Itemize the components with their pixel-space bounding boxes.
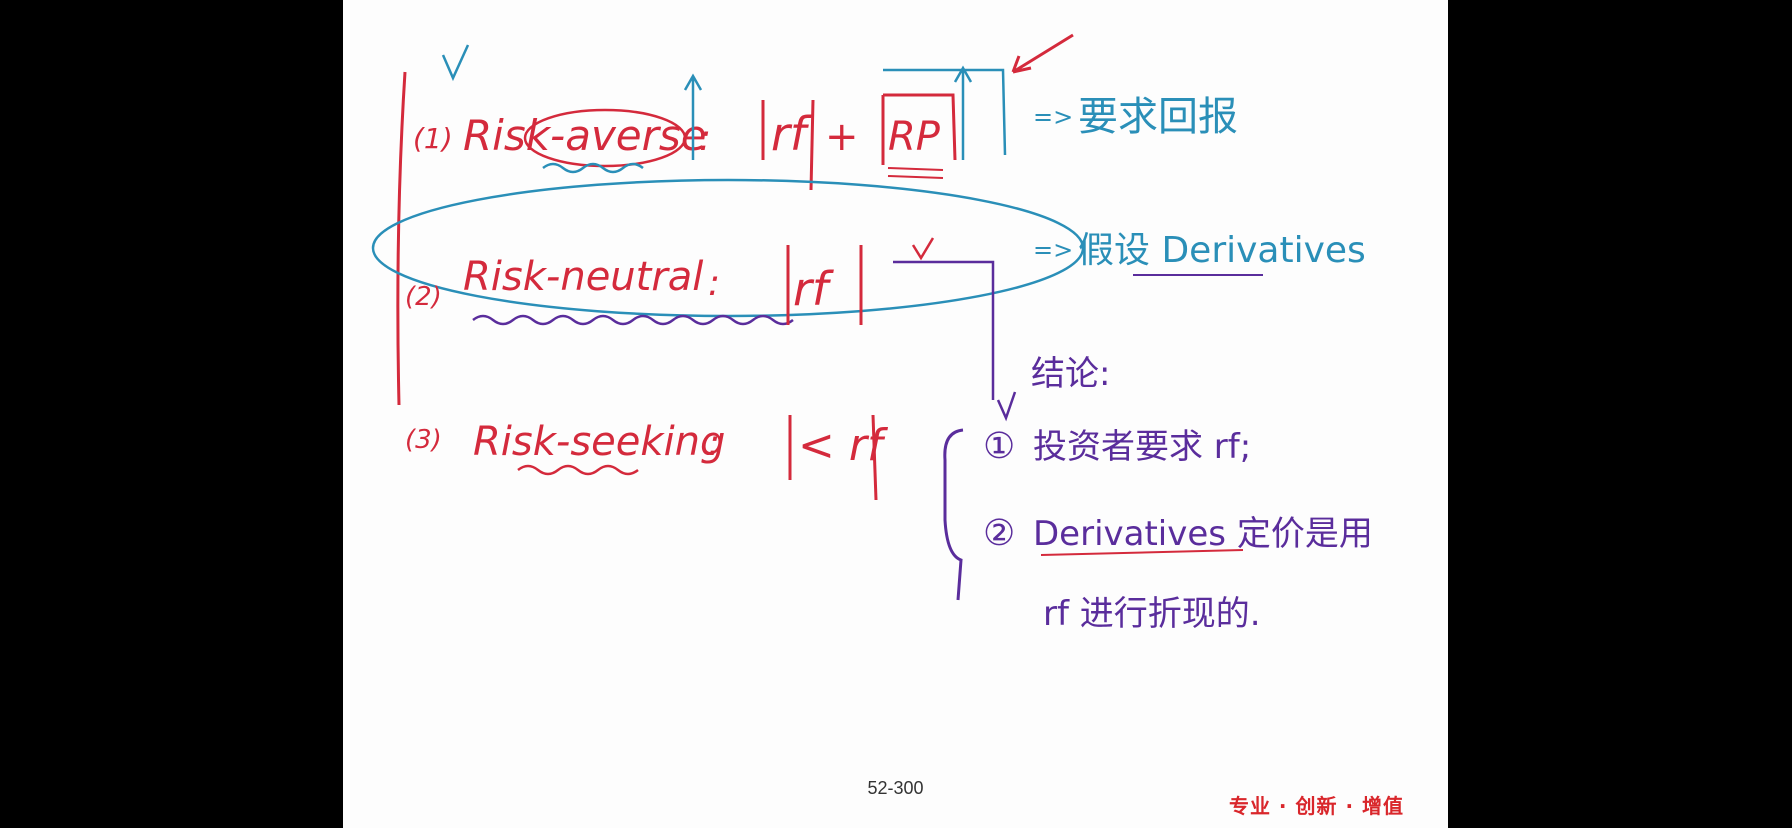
item1-term: Risk-averse	[463, 111, 707, 160]
slide: (1) Risk-averse : rf + RP => 要求回报 (2) Ri…	[343, 0, 1448, 828]
item1-plus: +	[825, 114, 859, 160]
handwriting-canvas: (1) Risk-averse : rf + RP => 要求回报 (2) Ri…	[371, 33, 1373, 634]
item3-bar-right	[871, 414, 878, 501]
item1-arrow-up	[683, 73, 703, 160]
item2-term: Risk-neutral	[463, 254, 703, 300]
conclusion-brace	[943, 428, 964, 601]
point2-line1: Derivatives 定价是用	[1033, 514, 1373, 554]
point2-index: ②	[983, 513, 1015, 554]
item3-index: (3)	[405, 425, 442, 455]
derivatives-underline-red	[1040, 549, 1244, 556]
averse-circle	[523, 108, 687, 168]
red-pointer-arrow	[1011, 33, 1074, 74]
point1-index: ①	[983, 426, 1015, 467]
rf-bar-right	[809, 99, 815, 191]
item2-check	[911, 237, 935, 261]
item3-colon: :	[708, 423, 720, 464]
neutral-underline	[472, 314, 794, 326]
item2-colon: :	[708, 263, 720, 304]
seeking-underline	[517, 464, 639, 476]
check-mark	[441, 44, 470, 82]
item2-result: 假设 Derivatives	[1078, 230, 1366, 271]
conclusion-check	[996, 391, 1017, 422]
item1-colon: :	[699, 118, 711, 159]
conclusion-title: 结论:	[1031, 354, 1110, 394]
item1-index: (1)	[413, 122, 453, 155]
rp-bracket	[881, 93, 957, 165]
rp-arrow-up	[953, 65, 973, 160]
item1-formula-a: rf	[771, 107, 812, 161]
averse-underline	[542, 162, 644, 174]
point2-line2: rf 进行折现的.	[1043, 594, 1261, 634]
item2-formula: rf	[793, 262, 834, 316]
item2-arrow: =>	[1033, 236, 1073, 264]
rp-underline	[887, 167, 944, 179]
item2-bracket	[893, 260, 995, 400]
item1-arrow: =>	[1033, 103, 1073, 131]
item2-index: (2)	[405, 282, 442, 312]
left-brace	[396, 71, 407, 406]
item3-term: Risk-seeking	[473, 419, 725, 465]
item1-formula-b: RP	[888, 114, 941, 160]
item1-result: 要求回报	[1078, 94, 1238, 140]
brand-logo-text: 专业 · 创新 · 增值	[1228, 794, 1404, 818]
page-number: 52-300	[867, 778, 924, 798]
rp-bracket-blue	[883, 68, 1007, 156]
point1-text: 投资者要求 rf;	[1033, 427, 1251, 467]
